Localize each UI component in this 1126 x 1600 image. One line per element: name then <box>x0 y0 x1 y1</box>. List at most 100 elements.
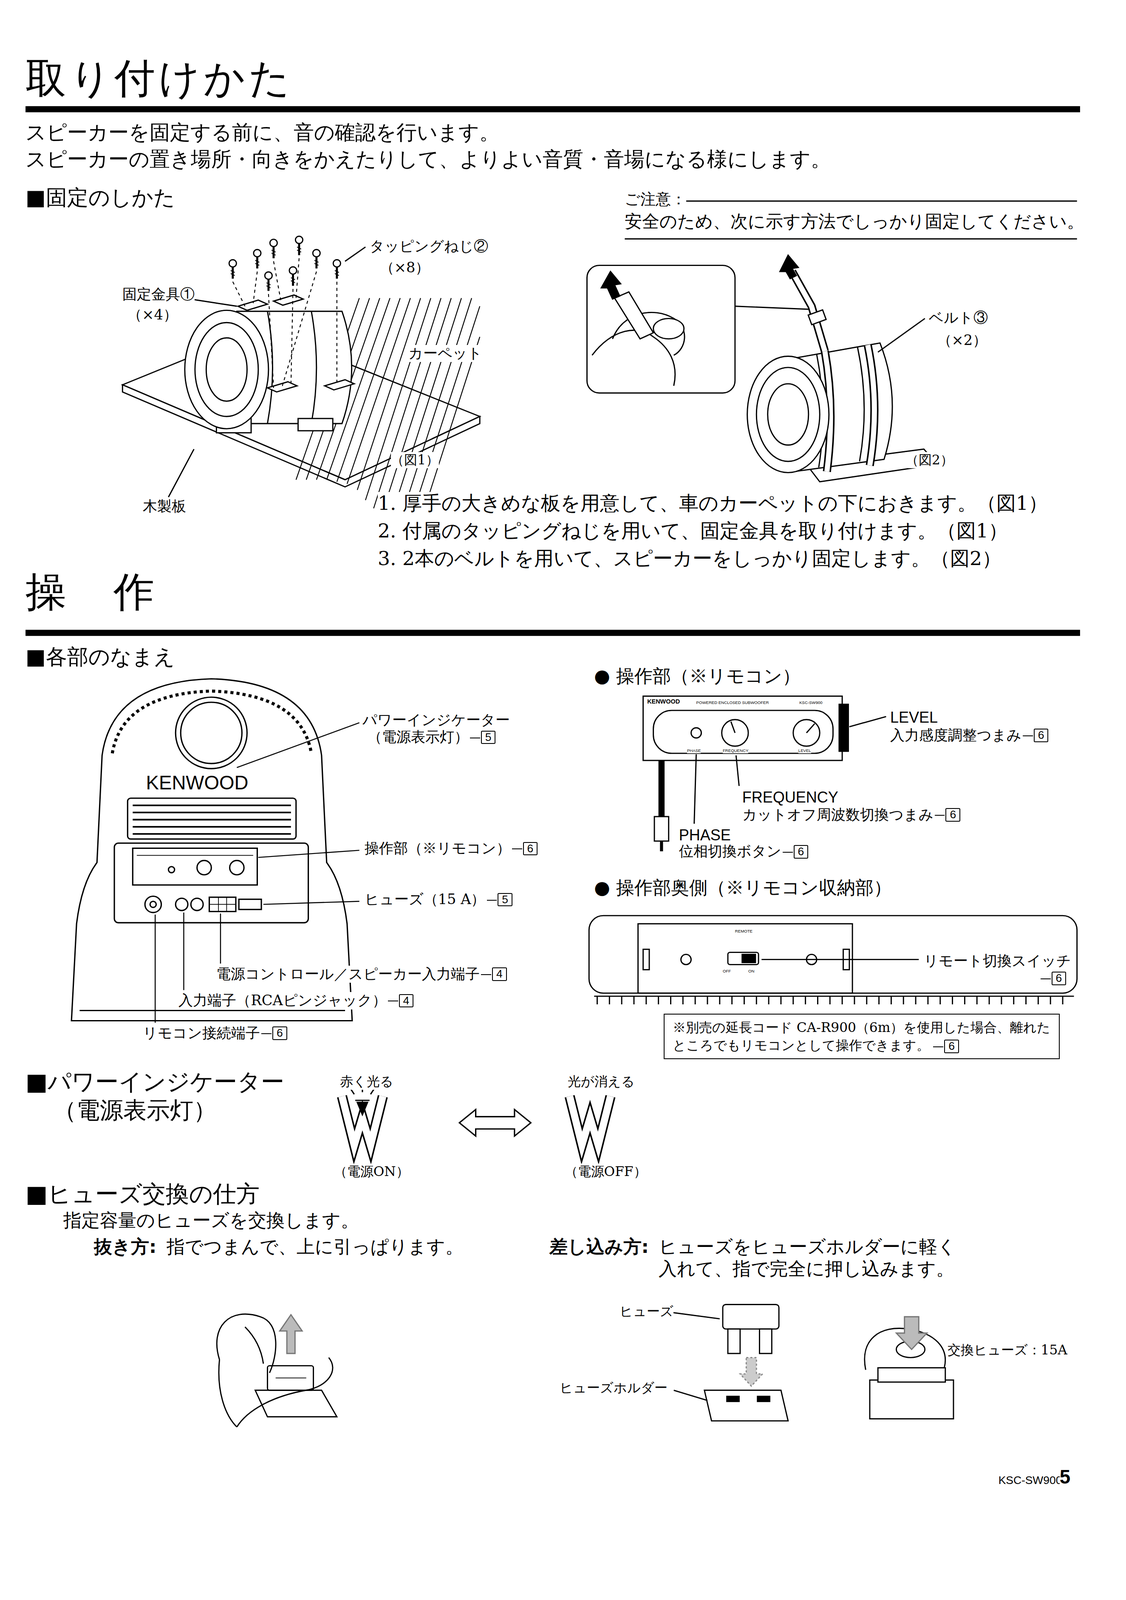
fuse-illustration-part <box>704 1390 789 1421</box>
speaker-front-part <box>127 798 296 840</box>
fuse-illustration-part <box>665 1311 720 1319</box>
mounting-figure-1-part <box>333 259 341 279</box>
page-reference: 6 <box>945 808 961 822</box>
page-reference: 6 <box>793 845 809 859</box>
body-text: 操作部（※リモコン） <box>364 840 511 858</box>
body-text: （×4） <box>127 306 178 324</box>
mounting-figure-1-part <box>168 449 194 498</box>
fuse-illustration-part <box>267 1366 314 1391</box>
body-text: ● 操作部奥側（※リモコン収納部） <box>594 877 892 900</box>
mounting-figure-2-part <box>857 347 865 462</box>
mounting-figure-1-part-part <box>273 261 281 300</box>
body-text: リモート切換スイッチ <box>923 952 1072 970</box>
speaker-front-part <box>132 848 258 886</box>
speaker-front-part <box>175 898 188 911</box>
page-title: 取り付けかた <box>25 53 294 103</box>
fuse-illustration-part <box>673 1390 708 1401</box>
speaker-front-part <box>229 860 245 875</box>
body-text: 固定金具① <box>122 285 195 303</box>
fuse-illustration-part <box>255 1390 337 1417</box>
caution-rule-part <box>624 238 1077 240</box>
note-box: ※別売の延長コード CA-R900（6m）を使用した場合、離れたところでもリモコ… <box>663 1013 1060 1060</box>
fuse-illustration-part <box>236 1357 333 1427</box>
part-label: LEVEL <box>798 748 812 754</box>
page-reference: 6 <box>272 1026 288 1041</box>
body-text: 入力端子（RCAピンジャック） <box>178 992 387 1010</box>
mounting-figure-1-part-part <box>291 288 294 386</box>
page-reference: 6 <box>523 842 538 856</box>
body-text: ベルト③ <box>928 309 988 327</box>
part-label: OFF <box>722 968 731 974</box>
speaker-front-part <box>132 805 291 835</box>
body-text: （×2） <box>937 331 988 349</box>
body-text: ● 操作部（※リモコン） <box>594 665 801 688</box>
part-label: LEVEL <box>890 708 938 727</box>
page-reference: 6 <box>1033 728 1049 743</box>
mounting-figure-1-part-part <box>424 336 480 509</box>
body-text: 木製板 <box>142 497 187 515</box>
mounting-figure-2-part <box>756 367 820 462</box>
mounting-figure-2-part <box>780 255 799 279</box>
body-text: パワーインジケーター <box>362 711 510 729</box>
mounting-figure-2 <box>586 255 937 482</box>
fuse-illustration-part <box>216 1314 276 1373</box>
remote-control <box>643 696 887 852</box>
mounting-figure-1-part-part <box>268 294 274 388</box>
body-text: 1. 厚手の大きめな板を用意して、車のカーペットの下におきます。（図1） <box>377 492 1048 516</box>
body-text: （図1） <box>390 452 439 468</box>
fuse-illustration-part <box>869 1380 954 1419</box>
part-label: KENWOOD <box>146 771 249 795</box>
remote-control-part <box>694 754 697 824</box>
speaker-front-part-part <box>132 804 291 807</box>
section-rule-part <box>25 629 1081 636</box>
fuse-illustration-part <box>727 1396 740 1402</box>
indicator-symbol-part <box>569 1096 611 1146</box>
speaker-front-part <box>263 901 360 905</box>
mounting-figure-1-part-part <box>365 298 431 501</box>
body-text: 光が消える <box>567 1073 635 1090</box>
part-label: KSC-SW900 <box>799 700 823 706</box>
subheading: ■ヒューズ交換の仕方 <box>25 1179 260 1209</box>
mounting-figure-1-part-part <box>383 298 452 509</box>
subheading: 安全のため、次に示す方法でしっかり固定してください。 <box>624 211 1085 232</box>
part-label: KSC-SW900 <box>998 1473 1063 1488</box>
body-text: （図2） <box>905 452 954 468</box>
mounting-figure-1-part <box>298 418 334 431</box>
body-text: カーペット <box>408 345 483 363</box>
fuse-illustration-part <box>757 1396 770 1402</box>
part-label: PHASE <box>678 826 731 845</box>
speaker-front-part-part <box>132 826 291 828</box>
mounting-figure-1-part <box>311 311 317 424</box>
remote-control-part <box>653 710 834 754</box>
subheading: ■各部のなまえ <box>25 644 176 671</box>
mounting-figure-1-part-part <box>253 271 258 303</box>
subheading: ご注意： <box>624 189 687 209</box>
section-rule <box>25 106 1081 637</box>
mounting-figure-1-part-part <box>281 271 317 388</box>
body-text: 赤く光る <box>339 1073 394 1090</box>
mounting-figure-1-part <box>232 258 337 388</box>
body-text: ヒューズをヒューズホルダーに軽く入れて、指で完全に押し込みます。 <box>658 1236 961 1281</box>
speaker-front-part <box>175 697 247 769</box>
model-label: KENWOOD <box>647 698 680 706</box>
indicator-symbol-part <box>342 1096 383 1146</box>
indicator-symbol-part <box>569 1096 611 1146</box>
mounting-figure-2-part <box>735 306 810 310</box>
mounting-figure-2-part <box>601 271 621 300</box>
fuse-illustration-part <box>275 1377 307 1379</box>
mounting-figure-1-part <box>253 249 261 269</box>
speaker-front-part <box>136 854 254 856</box>
indicator-symbol-part <box>459 1109 531 1137</box>
speaker-front-part <box>149 901 156 908</box>
mounting-figure-1-part-part <box>373 298 442 509</box>
remote-storage-panel-part <box>742 954 756 963</box>
speaker-front-part <box>79 1010 346 1012</box>
part-label: ON <box>748 968 755 974</box>
body-text: （×8） <box>379 259 431 277</box>
mounting-figure-1-part-part <box>267 381 298 393</box>
mounting-figure-1-part-part <box>404 298 472 509</box>
mounting-figure-2-part <box>877 318 926 353</box>
body-text: 指でつまんで、上に引っぱります。 <box>166 1236 464 1259</box>
bold-term: 差し込み方: <box>549 1236 649 1259</box>
page-reference: 5 <box>480 730 496 745</box>
